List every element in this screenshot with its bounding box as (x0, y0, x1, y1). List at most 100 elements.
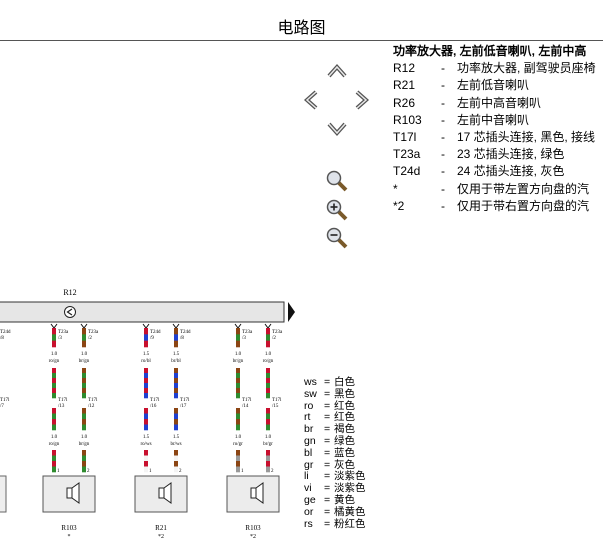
speaker-label: R21 (155, 524, 167, 532)
legend-text: 24 芯插头连接, 灰色 (457, 164, 565, 179)
wire-segment (236, 393, 240, 399)
pin-arrow-icon (172, 323, 180, 329)
color-code-name: 红色 (334, 411, 355, 424)
speaker-label: R103 (61, 524, 77, 532)
wire-segment (236, 328, 240, 335)
color-code-code: rt (304, 411, 311, 424)
connector-label: T17l (242, 398, 252, 403)
lower-wire-size: 1.0 (235, 435, 242, 440)
wire-segment (266, 388, 270, 394)
wire-segment (52, 340, 56, 348)
wire-color: ro/gn (263, 359, 274, 364)
wire-segment (82, 455, 86, 462)
speaker-pin: 1 (57, 469, 60, 474)
color-code-eq: = (324, 470, 331, 483)
wire-segment (52, 419, 56, 425)
color-code-row: or=橘黄色 (304, 506, 366, 519)
pin-number: /3 (242, 336, 246, 341)
wire-segment (266, 383, 270, 389)
wire-segment (174, 328, 178, 335)
wire-segment (174, 424, 178, 431)
speaker-pin: 1 (241, 469, 244, 474)
wire-segment (174, 383, 178, 389)
arrow-up-icon[interactable] (326, 62, 348, 80)
color-code-code: li (304, 470, 309, 483)
wire-color: br/gn (79, 359, 90, 364)
amplifier-housing (0, 301, 285, 323)
wire-segment (266, 466, 270, 473)
wire-segment (174, 373, 178, 379)
wire-segment (82, 340, 86, 348)
connector-number: /15 (272, 404, 279, 409)
legend-code: T17l (393, 130, 417, 145)
color-code-code: rs (304, 517, 313, 530)
color-code-name: 黄色 (334, 493, 355, 506)
wire-segment (144, 408, 148, 414)
wire-segment (82, 413, 86, 420)
arrow-down-icon[interactable] (326, 120, 348, 138)
connector-number: /13 (58, 404, 65, 409)
color-code-row: ge=黄色 (304, 493, 366, 507)
zoom-out-icon[interactable] (325, 226, 349, 250)
ground-symbol-icon (64, 306, 76, 318)
wire-segment (144, 378, 148, 384)
speaker-note: *2 (250, 534, 256, 540)
color-code-name: 淡紫色 (334, 470, 366, 483)
wire-segment (174, 340, 178, 348)
connector-number: /17 (180, 404, 187, 409)
pin-number: /9 (150, 336, 154, 341)
legend-row: R21-左前低音喇叭 (393, 77, 596, 94)
wire-segment (144, 393, 148, 399)
legend-code: * (393, 181, 398, 196)
pin-label: T23a (272, 330, 283, 335)
color-code-name: 黑色 (334, 387, 355, 400)
pin-label: T23a (242, 330, 253, 335)
legend-row: R26-左前中高音喇叭 (393, 95, 596, 112)
connector-number: /12 (88, 404, 95, 409)
wire-size: 1.5 (173, 352, 180, 357)
lower-wire-size: 1.0 (81, 435, 88, 440)
legend-sep: - (441, 181, 445, 196)
legend-code: T24d (393, 164, 421, 179)
continuation-arrow-icon (288, 302, 295, 322)
wire-segment (266, 378, 270, 384)
wire-color: br/bl (171, 359, 181, 364)
connector-number: /16 (150, 404, 157, 409)
wire-size: 1.0 (265, 352, 272, 357)
wire-segment (144, 419, 148, 425)
pin-number: /2 (272, 336, 276, 341)
amplifier-label: R12 (63, 288, 76, 297)
wire-segment (82, 461, 86, 467)
legend-sep: - (441, 112, 445, 127)
zoom-in-icon[interactable] (325, 198, 349, 222)
left-conn-num: /7 (0, 404, 4, 409)
legend-sep: - (441, 164, 445, 179)
color-code-eq: = (324, 411, 331, 424)
wire-size: 1.5 (143, 352, 150, 357)
color-code-row: vi=淡紫色 (304, 482, 366, 495)
speaker-coil-icon (250, 487, 257, 499)
color-code-row: li =淡紫色 (304, 470, 366, 483)
zoom-icon[interactable] (325, 169, 349, 193)
color-code-row: br=褐色 (304, 423, 366, 436)
arrow-right-icon[interactable] (353, 89, 371, 111)
circuit-diagram: R12T24d/8T17l/7T23a/31.0ro/gnT17l/131.0r… (0, 288, 295, 540)
wire-segment (236, 340, 240, 348)
wire-segment (174, 450, 178, 456)
wire-segment (82, 466, 86, 473)
legend-text: 左前低音喇叭 (457, 78, 530, 93)
speaker-label: R103 (245, 524, 261, 532)
wire-segment (52, 378, 56, 384)
connector-label: T17l (180, 398, 190, 403)
arrow-left-icon[interactable] (302, 89, 320, 111)
legend-text: 仅用于带左置方向盘的汽 (457, 181, 590, 196)
legend-text: 左前中音喇叭 (457, 112, 530, 127)
wire-segment (236, 450, 240, 456)
legend-sep: - (441, 61, 445, 76)
wire-segment (266, 450, 270, 456)
wire-segment (174, 455, 178, 462)
color-code-name: 白色 (334, 376, 355, 388)
lower-wire-color: ro/gn (49, 442, 60, 447)
color-code-row: rt =红色 (304, 411, 366, 424)
